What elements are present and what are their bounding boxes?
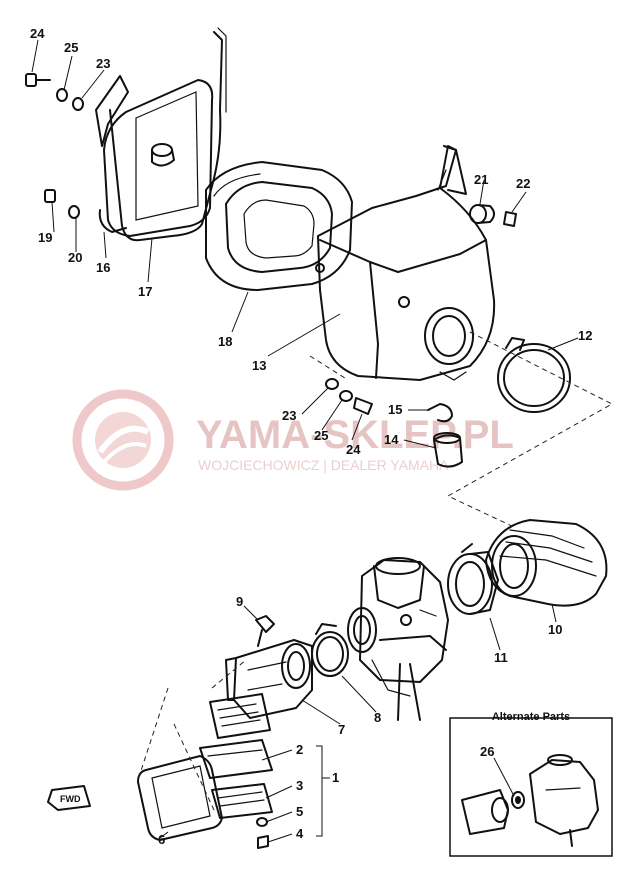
bolt-19: [44, 189, 56, 203]
joint-band-12: [497, 337, 571, 413]
callout-22: 22: [516, 176, 530, 191]
bolt-24-bottom: [353, 397, 373, 415]
callout-21: 21: [474, 172, 488, 187]
callout-8: 8: [374, 710, 381, 725]
callout-25-bottom: 25: [314, 428, 328, 443]
watermark-logo-icon: [72, 389, 174, 491]
callout-4: 4: [296, 826, 304, 841]
frame-wire: [109, 27, 227, 242]
callout-15: 15: [388, 402, 402, 417]
clamp-8: [311, 623, 349, 677]
carburetor: [347, 557, 449, 721]
callout-5: 5: [296, 804, 303, 819]
callout-23: 23: [96, 56, 110, 71]
air-filter-element: [205, 161, 353, 291]
air-filter-case: [315, 145, 496, 381]
leader-lines: [31, 39, 579, 843]
clip-15: [427, 403, 453, 423]
fwd-label: FWD: [60, 794, 81, 804]
bolt-22: [503, 211, 517, 227]
alternate-carburetor: [529, 754, 599, 847]
intake-manifold-7: [225, 639, 313, 719]
fwd-arrow-icon: FWD: [47, 785, 91, 811]
washer-20: [68, 205, 80, 219]
gasket-6: [137, 755, 223, 841]
alternate-parts-title: Alternate Parts: [492, 711, 570, 723]
washer-25-bottom: [339, 390, 353, 402]
callout-9: 9: [236, 594, 243, 609]
callout-1: 1: [332, 770, 339, 785]
callout-19: 19: [38, 230, 52, 245]
callout-26: 26: [480, 744, 494, 759]
callout-11: 11: [494, 650, 508, 665]
callout-25: 25: [64, 40, 78, 55]
callout-14: 14: [384, 432, 399, 447]
screw-9: [255, 615, 275, 647]
callout-18: 18: [218, 334, 232, 349]
grommet-23-bottom: [325, 378, 339, 390]
callout-24-bottom: 24: [346, 442, 361, 457]
alternate-parts-box: Alternate Parts: [449, 711, 613, 857]
watermark-subtitle: WOJCIECHOWICZ | DEALER YAMAHA: [198, 457, 449, 473]
callout-2: 2: [296, 742, 303, 757]
alternate-manifold: [461, 789, 509, 835]
air-intake-joint-10: [485, 519, 608, 607]
callout-13: 13: [252, 358, 266, 373]
carburetor-joint-11: [447, 543, 499, 615]
callout-17: 17: [138, 284, 152, 299]
callout-labels: 24 25 23 19 20 16 17 18 13 21 22 12 15 1…: [30, 26, 592, 847]
callout-10: 10: [548, 622, 562, 637]
callout-12: 12: [578, 328, 592, 343]
callout-16: 16: [96, 260, 110, 275]
callout-24: 24: [30, 26, 45, 41]
callout-3: 3: [296, 778, 303, 793]
grommet-23-top: [72, 97, 84, 111]
callout-6: 6: [158, 832, 165, 847]
callout-20: 20: [68, 250, 82, 265]
bolt-24-top: [25, 73, 51, 87]
alternate-ring-26: [511, 791, 525, 809]
reed-valve-assembly: [199, 693, 273, 849]
drain-hose-14: [433, 432, 463, 468]
air-filter-case-cover: [95, 75, 214, 237]
alignment-lines: [137, 331, 614, 811]
grommet-21: [469, 204, 495, 224]
callout-23-bottom: 23: [282, 408, 296, 423]
callout-7: 7: [338, 722, 345, 737]
washer-25-top: [56, 88, 68, 102]
